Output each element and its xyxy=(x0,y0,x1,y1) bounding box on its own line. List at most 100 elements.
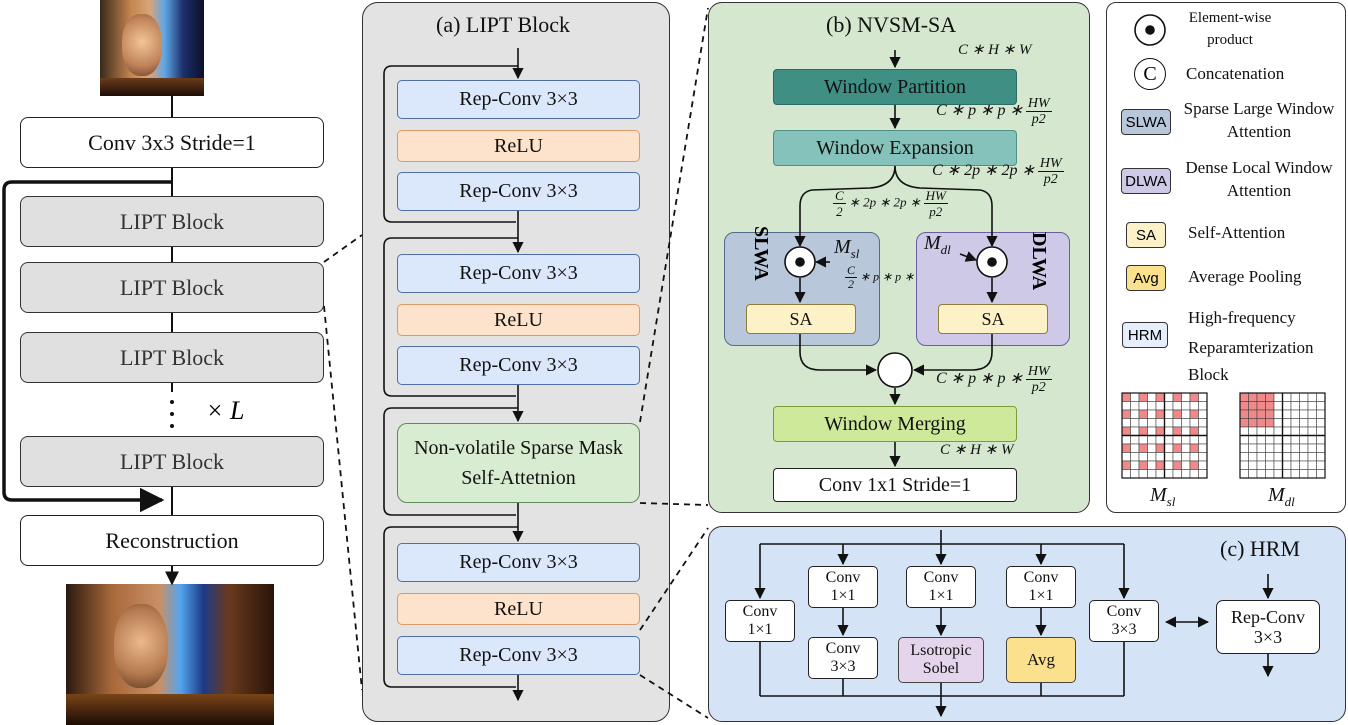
lipt-panel-title: (a) LIPT Block xyxy=(436,12,571,37)
hrm-conv3x3-b-label: Conv xyxy=(825,640,861,657)
hrm-conv3x3-e-label: Conv xyxy=(1106,603,1142,620)
dim-expansion-den: p2 xyxy=(1043,172,1058,187)
hrm-sobel-1: Lsotropic xyxy=(910,642,972,659)
legend-concat-symbol: C xyxy=(1134,58,1166,90)
dim-sa-2: 2 xyxy=(848,277,854,291)
sa-right: SA xyxy=(938,304,1048,334)
lipt-block-2: LIPT Block xyxy=(20,262,324,313)
conv-1x1-stride1: Conv 1x1 Stride=1 xyxy=(773,468,1017,502)
lipt-block-1: LIPT Block xyxy=(20,196,324,247)
legend-slwa-box: SLWA xyxy=(1121,109,1171,135)
hrm-conv1x1-b-k: 1×1 xyxy=(830,587,856,604)
legend-hrm-2: Reparamterization xyxy=(1188,338,1314,357)
sa-left: SA xyxy=(746,304,856,334)
dim-left-c: C xyxy=(833,188,846,204)
dim-expansion-prefix: C ∗ 2p ∗ 2p ∗ xyxy=(932,162,1035,180)
relu-1: ReLU xyxy=(397,130,640,162)
input-image xyxy=(100,0,204,96)
rep-conv-2: Rep-Conv 3×3 xyxy=(397,172,640,211)
rep-conv-3: Rep-Conv 3×3 xyxy=(397,254,640,293)
legend-sa-box: SA xyxy=(1126,222,1166,248)
hrm-sobel-2: Sobel xyxy=(922,660,960,677)
legend-concatenation: Concatenation xyxy=(1186,64,1285,83)
rep-conv-4: Rep-Conv 3×3 xyxy=(397,346,640,385)
hrm-avg: Avg xyxy=(1006,637,1076,683)
legend-grid-left-label: Msl xyxy=(1150,484,1175,510)
m-dl: Mdl xyxy=(924,232,951,258)
nvsm-sa-box: Non-volatile Sparse Mask Self-Attetnion xyxy=(397,423,640,503)
dim-partition-prefix: C ∗ p ∗ p ∗ xyxy=(936,102,1023,120)
rep-conv-5: Rep-Conv 3×3 xyxy=(397,543,640,582)
hrm-panel-title: (c) HRM xyxy=(1220,536,1301,561)
dim-concat-den: p2 xyxy=(1031,380,1046,395)
lipt-block-4: LIPT Block xyxy=(20,436,324,487)
hrm-conv3x3-e-k: 3×3 xyxy=(1111,621,1137,638)
dim-left-2: 2 xyxy=(836,204,843,219)
dim-merge: C ∗ H ∗ W xyxy=(940,442,1014,458)
dim-partition-den: p2 xyxy=(1031,112,1046,127)
m-dl-sub: dl xyxy=(940,242,951,257)
output-image xyxy=(66,584,274,725)
dim-top: C ∗ H ∗ W xyxy=(958,42,1032,58)
reconstruction-box: Reconstruction xyxy=(20,515,324,566)
m-dl-letter: M xyxy=(924,232,941,254)
relu-3: ReLU xyxy=(397,593,640,625)
legend-grid-right-sub: dl xyxy=(1284,494,1295,509)
legend-dlwa-text: Dense Local Window Attention xyxy=(1185,158,1333,200)
legend-hrm-3: Block xyxy=(1188,365,1229,384)
dim-sa-c: C xyxy=(845,263,858,278)
dim-expansion-num: HW xyxy=(1037,156,1064,172)
hrm-rep-conv-label: Rep-Conv xyxy=(1231,607,1305,627)
hrm-conv1x1-b-label: Conv xyxy=(825,569,861,586)
rep-conv-6: Rep-Conv 3×3 xyxy=(397,636,640,675)
legend-avg-text: Average Pooling xyxy=(1188,267,1302,286)
hrm-conv1x1-c-label: Conv xyxy=(923,569,959,586)
hrm-conv1x1-c-k: 1×1 xyxy=(928,587,954,604)
legend-slwa-text: Sparse Large Window Attention xyxy=(1183,99,1335,141)
legend-grid-right-letter: M xyxy=(1268,484,1285,506)
legend-elementwise: Element-wise product xyxy=(1188,10,1272,48)
m-sl-sub: sl xyxy=(850,246,860,261)
dlwa-label: DLWA xyxy=(1028,232,1050,291)
legend-dlwa-box: DLWA xyxy=(1121,168,1171,194)
dim-left-mid: ∗ 2p ∗ 2p ∗ xyxy=(848,194,921,210)
dim-concat-prefix: C ∗ p ∗ p ∗ xyxy=(936,370,1023,388)
legend-hrm-box: HRM xyxy=(1122,322,1168,348)
lipt-block-3: LIPT Block xyxy=(20,332,324,383)
legend-sa-text: Self-Attention xyxy=(1188,223,1286,242)
m-sl-letter: M xyxy=(834,236,851,258)
hrm-conv1x1-d-k: 1×1 xyxy=(1028,587,1054,604)
nvsm-panel-title: (b) NVSM-SA xyxy=(826,12,957,37)
legend-grid-left-sub: sl xyxy=(1166,494,1176,509)
slwa-label: SLWA xyxy=(750,226,772,281)
window-partition-box: Window Partition xyxy=(773,69,1017,105)
window-expansion-box: Window Expansion xyxy=(773,130,1017,166)
repeat-label: × L xyxy=(206,396,245,425)
rep-conv-1: Rep-Conv 3×3 xyxy=(397,80,640,119)
legend-avg-box: Avg xyxy=(1126,265,1166,291)
legend-hrm-1: High-frequency xyxy=(1188,308,1296,327)
hrm-conv3x3-b-k: 3×3 xyxy=(830,658,856,675)
legend-grid-right-label: Mdl xyxy=(1268,484,1295,510)
legend-grid-left-letter: M xyxy=(1150,484,1167,506)
dim-left-den: p2 xyxy=(929,204,943,219)
dim-partition-num: HW xyxy=(1025,96,1052,112)
window-merging-box: Window Merging xyxy=(773,406,1017,442)
hrm-rep-conv-k: 3×3 xyxy=(1253,627,1283,647)
conv-3x3-stride1: Conv 3x3 Stride=1 xyxy=(20,117,324,168)
dim-concat-num: HW xyxy=(1025,364,1052,380)
hrm-conv1x1-a-k: 1×1 xyxy=(747,621,773,638)
relu-2: ReLU xyxy=(397,304,640,336)
hrm-conv1x1-a-label: Conv xyxy=(742,603,778,620)
